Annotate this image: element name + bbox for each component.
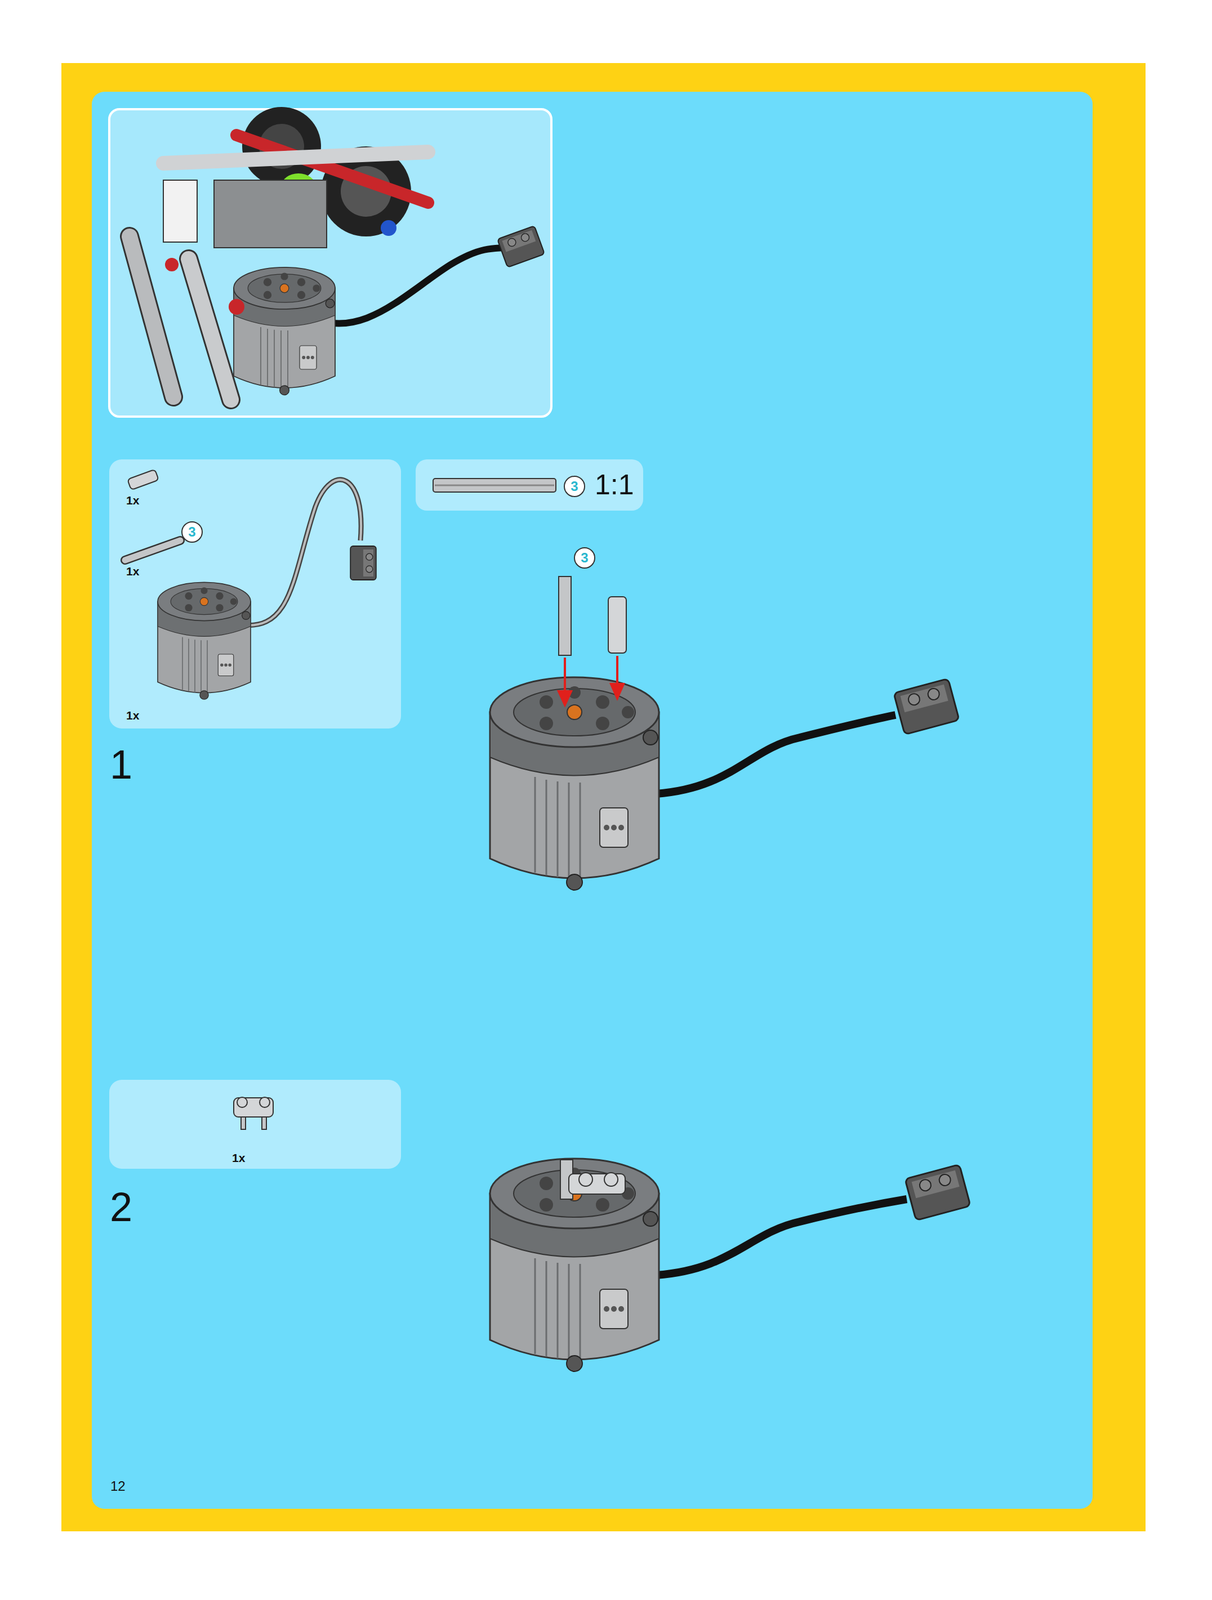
length-callout: 3: [181, 521, 203, 543]
parts-box: 1x 3 1x 1x: [109, 459, 401, 729]
scale-label: 1:1: [594, 470, 635, 499]
parts-box: 3 1:1: [415, 459, 644, 511]
part-quantity: 1x: [126, 494, 140, 507]
step-number: 2: [109, 1187, 133, 1228]
part-quantity: 1x: [126, 565, 140, 578]
length-callout: 3: [563, 475, 586, 498]
callout-number: 3: [573, 547, 596, 569]
page-number: 12: [110, 1480, 126, 1494]
parts-box: 1x: [109, 1080, 401, 1170]
step-number: 1: [109, 744, 133, 786]
part-quantity: 1x: [126, 709, 140, 722]
part-quantity: 1x: [232, 1152, 245, 1165]
